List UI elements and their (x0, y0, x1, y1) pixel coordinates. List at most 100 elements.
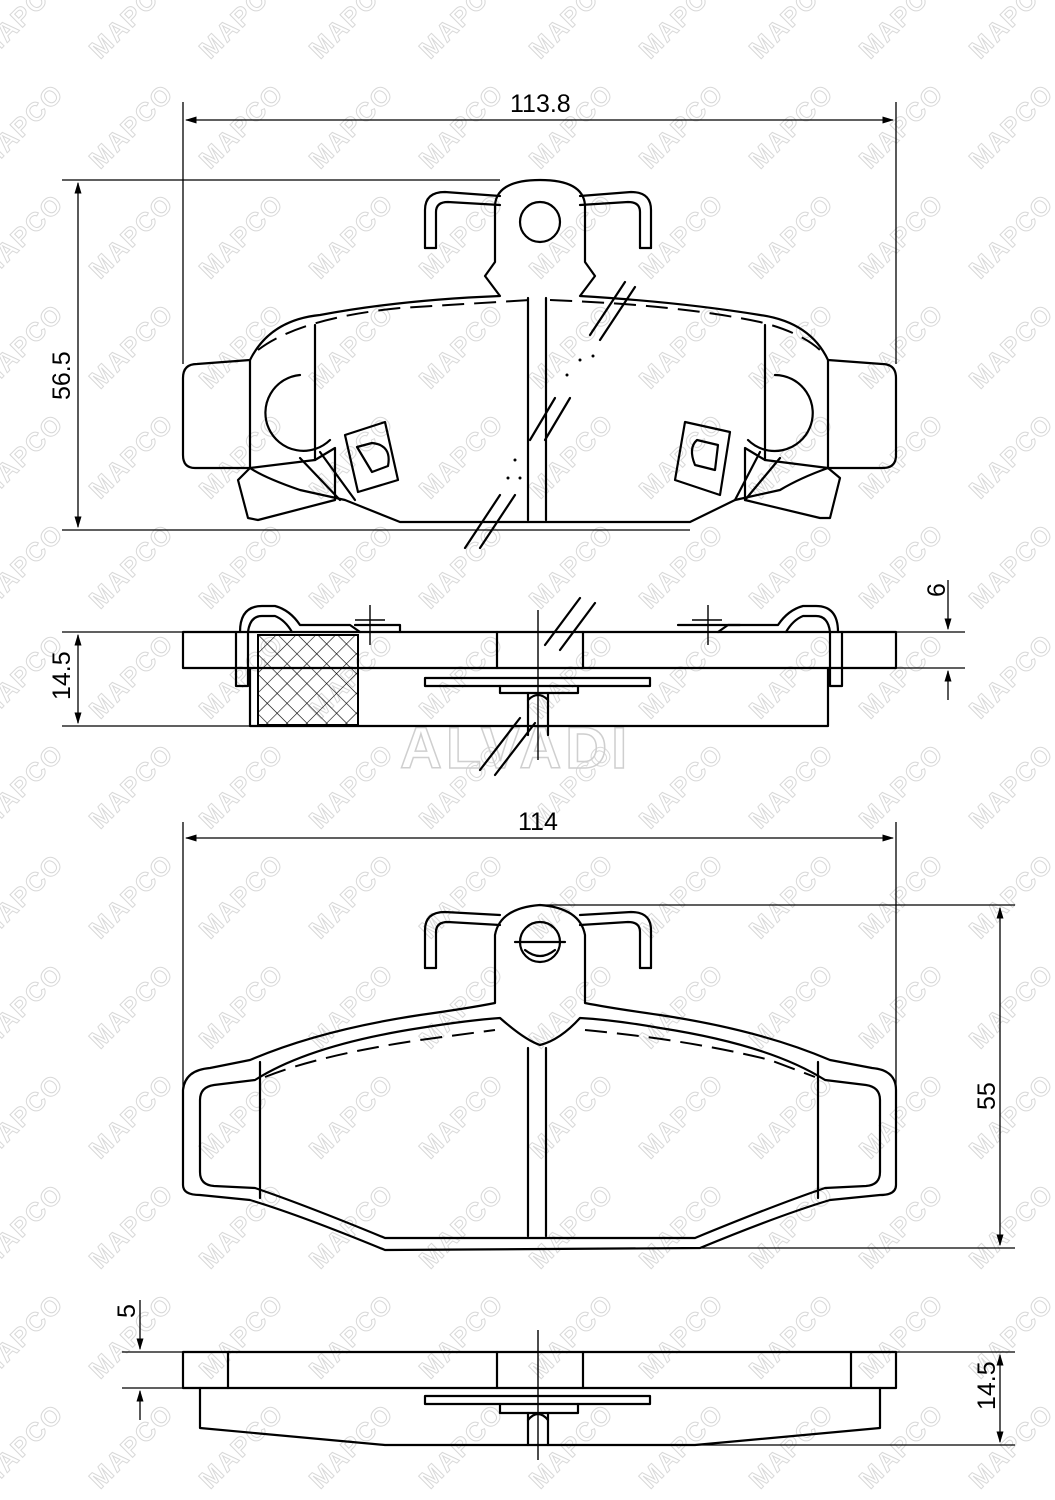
watermark-tile: MAPCO (523, 1068, 620, 1165)
watermark-tile: MAPCO (633, 848, 730, 945)
watermark-tile: MAPCO (963, 188, 1055, 285)
watermark-tile: MAPCO (83, 0, 180, 64)
watermark-tile: MAPCO (523, 0, 620, 64)
watermark-tile: MAPCO (963, 958, 1055, 1055)
watermark-tile: MAPCO (743, 0, 840, 64)
watermark-tile: MAPCO (303, 298, 400, 395)
watermark-tile: MAPCO (83, 78, 180, 175)
watermark-tile: MAPCO (853, 0, 950, 64)
pad-side-view-1 (181, 596, 898, 777)
watermark-tile: MAPCO (193, 958, 290, 1055)
watermark-tile: MAPCO (743, 958, 840, 1055)
watermark-tile: MAPCO (853, 298, 950, 395)
watermark-tile: MAPCO (0, 1398, 70, 1495)
label-113-8: 113.8 (510, 90, 571, 118)
watermark-tile: MAPCO (963, 1068, 1055, 1165)
watermark-tile: MAPCO (303, 1288, 400, 1385)
watermark-tile: MAPCO (193, 188, 290, 285)
watermark-tile: MAPCO (83, 408, 180, 505)
watermark-tile: MAPCO (853, 1068, 950, 1165)
watermark-tile: MAPCO (853, 958, 950, 1055)
dimension-side1-thickness: 14.5 (48, 631, 250, 727)
watermark-tile: MAPCO (963, 848, 1055, 945)
watermark-tile: MAPCO (413, 1178, 510, 1275)
watermark-tile: MAPCO (413, 1068, 510, 1165)
watermark-tile: MAPCO (963, 298, 1055, 395)
watermark-tile: MAPCO (633, 1178, 730, 1275)
watermark-tile: MAPCO (743, 1068, 840, 1165)
watermark-tile: MAPCO (853, 628, 950, 725)
watermark-tile: MAPCO (303, 78, 400, 175)
watermark-tile: MAPCO (83, 1068, 180, 1165)
watermark-tile: MAPCO (413, 1288, 510, 1385)
watermark-tile: MAPCO (303, 188, 400, 285)
watermark-tile: MAPCO (633, 958, 730, 1055)
watermark-tile: MAPCO (963, 1178, 1055, 1275)
watermark-tile: MAPCO (0, 1288, 70, 1385)
watermark-tile: MAPCO (743, 188, 840, 285)
watermark-tile: MAPCO (193, 1178, 290, 1275)
watermark-tile: MAPCO (303, 738, 400, 835)
label-14-5-a: 14.5 (48, 651, 76, 700)
watermark-tile: MAPCO (743, 518, 840, 615)
dimension-side2-backplate: 5 (113, 1300, 183, 1420)
label-114: 114 (518, 808, 558, 836)
watermark-tile: MAPCO (303, 518, 400, 615)
watermark-tile: MAPCO (303, 958, 400, 1055)
watermark-tile: MAPCO (83, 1288, 180, 1385)
watermark-tile: MAPCO (83, 298, 180, 395)
watermark-tile: MAPCO (523, 518, 620, 615)
watermark-tile: MAPCO (633, 298, 730, 395)
watermark-tile: MAPCO (633, 188, 730, 285)
watermark-tile: MAPCO (743, 78, 840, 175)
watermark-tile: MAPCO (303, 1178, 400, 1275)
watermark-tile: MAPCO (0, 958, 70, 1055)
watermark-tile: MAPCO (633, 1288, 730, 1385)
watermark-tile: MAPCO (413, 518, 510, 615)
watermark-tile: MAPCO (963, 738, 1055, 835)
watermark-tile: MAPCO (743, 848, 840, 945)
dimension-bottom-height: 55 (540, 904, 1015, 1249)
label-14-5-b: 14.5 (973, 1361, 1001, 1410)
watermark-tile: MAPCO (0, 1068, 70, 1165)
dimension-top-height: 56.5 (48, 179, 690, 531)
watermark-tile: MAPCO (633, 738, 730, 835)
watermark-tile: MAPCO (853, 1288, 950, 1385)
watermark-tile: MAPCO (963, 0, 1055, 64)
label-6: 6 (923, 583, 951, 597)
watermark-tile: MAPCO (963, 408, 1055, 505)
watermark-tile: MAPCO (193, 738, 290, 835)
watermark-tile: MAPCO (963, 628, 1055, 725)
pad-side-view-2 (181, 1330, 898, 1460)
watermark-tile: MAPCO (743, 738, 840, 835)
watermark-tile: MAPCO (523, 1178, 620, 1275)
watermark-tile: MAPCO (193, 1288, 290, 1385)
watermark-tile: MAPCO (303, 1068, 400, 1165)
label-5: 5 (113, 1304, 141, 1318)
watermark-tile: MAPCO (963, 518, 1055, 615)
watermark-tile: MAPCO (0, 0, 70, 64)
watermark-tile: MAPCO (853, 848, 950, 945)
watermark-tile: MAPCO (83, 188, 180, 285)
watermark-tile: MAPCO (83, 1178, 180, 1275)
watermark-tile: MAPCO (743, 1398, 840, 1495)
watermark-tile: MAPCO (853, 1178, 950, 1275)
watermark-tile: MAPCO (83, 518, 180, 615)
watermark-tile: MAPCO (853, 1398, 950, 1495)
watermark-tile: MAPCO (0, 518, 70, 615)
watermark-tile: MAPCO (413, 408, 510, 505)
watermark-tile: MAPCO (853, 408, 950, 505)
watermark-tile: MAPCO (83, 958, 180, 1055)
watermark-tile: MAPCO (193, 848, 290, 945)
watermark-tile: MAPCO (633, 518, 730, 615)
watermark-tile: MAPCO (413, 628, 510, 725)
watermark-tile: MAPCO (303, 848, 400, 945)
watermark-tile: MAPCO (853, 78, 950, 175)
watermark-tile: MAPCO (83, 848, 180, 945)
watermark-tile: MAPCO (743, 628, 840, 725)
watermark-tile: MAPCO (83, 1398, 180, 1495)
watermark-tile: MAPCO (853, 188, 950, 285)
watermark-tile: MAPCO (0, 848, 70, 945)
watermark-tile: MAPCO (633, 1068, 730, 1165)
